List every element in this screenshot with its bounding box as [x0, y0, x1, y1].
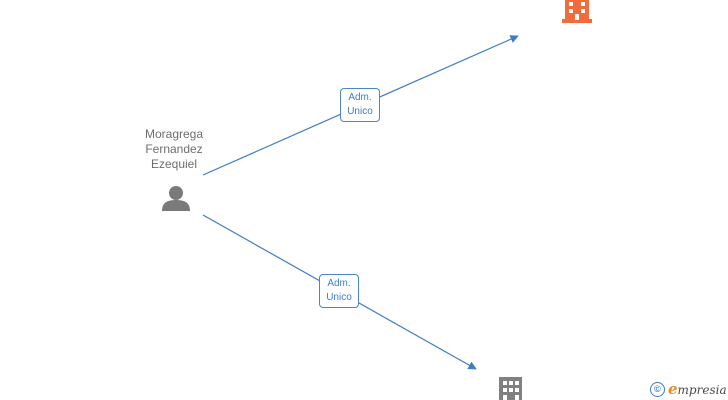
edge-label-line: Unico [347, 106, 373, 117]
person-name-line: Fernandez [145, 142, 203, 156]
person-name[interactable]: Moragrega Fernandez Ezequiel [128, 127, 220, 172]
edge-label[interactable]: Adm. Unico [340, 88, 380, 122]
person-name-line: Ezequiel [150, 157, 198, 171]
edge-label-line: Unico [326, 292, 352, 303]
edge-label-line: Adm. [348, 92, 372, 103]
brand-rest: mpresia [677, 383, 727, 397]
person-name-line: Moragrega [144, 127, 204, 141]
building-icon[interactable] [499, 377, 522, 400]
brand-logo: empresia [668, 380, 727, 398]
brand-initial: e [668, 380, 678, 398]
edge-label-line: Adm. [327, 278, 351, 289]
edge-label[interactable]: Adm. Unico [319, 274, 359, 308]
person-icon[interactable] [162, 186, 190, 211]
building-icon[interactable] [562, 0, 592, 23]
copyright-icon: © [650, 381, 665, 397]
watermark: © empresia [650, 378, 727, 400]
